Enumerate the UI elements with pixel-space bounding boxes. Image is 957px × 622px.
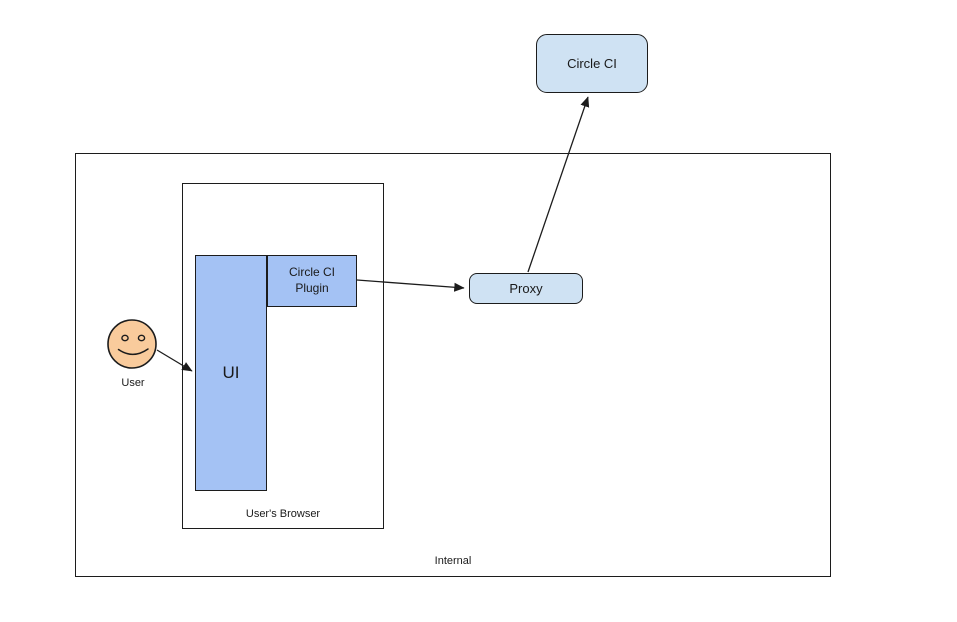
circle-ci-plugin-label: Circle CI Plugin (288, 265, 335, 295)
circle-ci-node: Circle CI (536, 34, 648, 93)
ui-node-label: UI (222, 363, 240, 382)
users-browser-label: User's Browser (245, 508, 321, 520)
user-face-icon (107, 319, 157, 369)
user-actor-label: User (121, 377, 145, 389)
circle-ci-node-label: Circle CI (567, 56, 617, 71)
proxy-node: Proxy (469, 273, 583, 304)
internal-container-label: Internal (434, 555, 472, 567)
internal-container: Internal (75, 153, 831, 577)
proxy-node-label: Proxy (509, 281, 543, 296)
circle-ci-plugin-node: Circle CI Plugin (267, 255, 357, 307)
ui-node: UI (195, 255, 267, 491)
